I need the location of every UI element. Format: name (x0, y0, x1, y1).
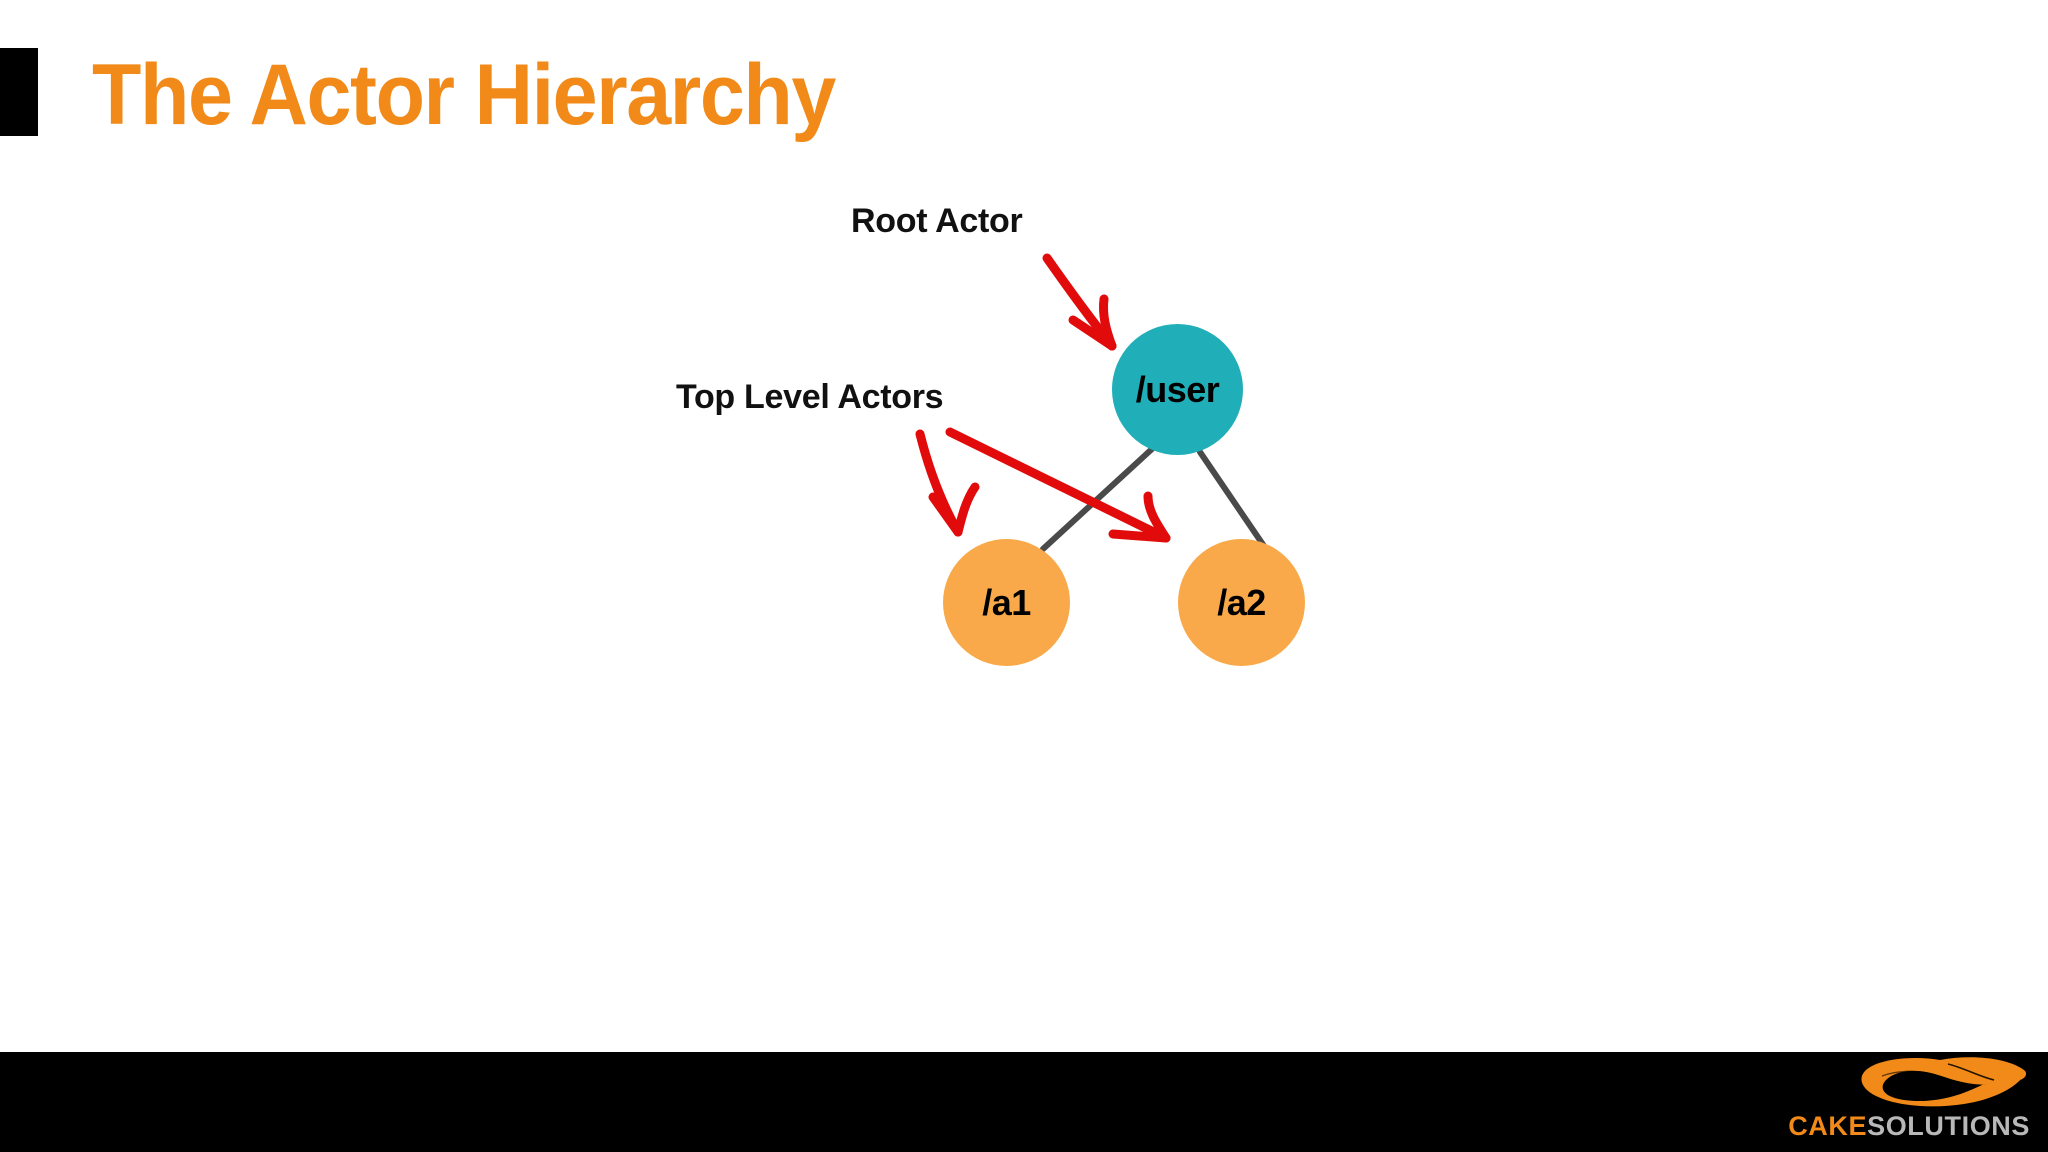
brand-word-cake: CAKE (1788, 1111, 1868, 1141)
page-title: The Actor Hierarchy (92, 47, 836, 143)
edge-user-to-a2 (1197, 449, 1269, 552)
annotation-arrow-group (915, 253, 1171, 543)
footer-bar: CAKESOLUTIONS (0, 1052, 2048, 1152)
annotation-root-actor: Root Actor (851, 202, 1023, 240)
arrow-top-level-to-a1 (915, 429, 980, 537)
arrow-top-level-to-a2 (945, 427, 1171, 543)
actor-hierarchy-diagram: Root Actor Top Level Actors /user /a1 /a… (676, 202, 1305, 666)
arrow-root-actor-to-user (1042, 253, 1117, 351)
edge-group (1040, 445, 1269, 552)
title-accent-bar (0, 48, 38, 136)
actor-node-a1[interactable]: /a1 (943, 539, 1070, 666)
brand-logo: CAKESOLUTIONS (1770, 1054, 2030, 1146)
diagram-vector-layer (915, 253, 1269, 552)
brand-wordmark: CAKESOLUTIONS (1770, 1111, 2030, 1142)
actor-node-a2[interactable]: /a2 (1178, 539, 1305, 666)
ribbon-mobius-icon (1861, 1057, 2027, 1107)
actor-node-user[interactable]: /user (1112, 324, 1243, 455)
edge-user-to-a1 (1040, 445, 1156, 552)
brand-word-solutions: SOLUTIONS (1867, 1111, 2030, 1141)
annotation-top-level-actors: Top Level Actors (676, 378, 944, 416)
